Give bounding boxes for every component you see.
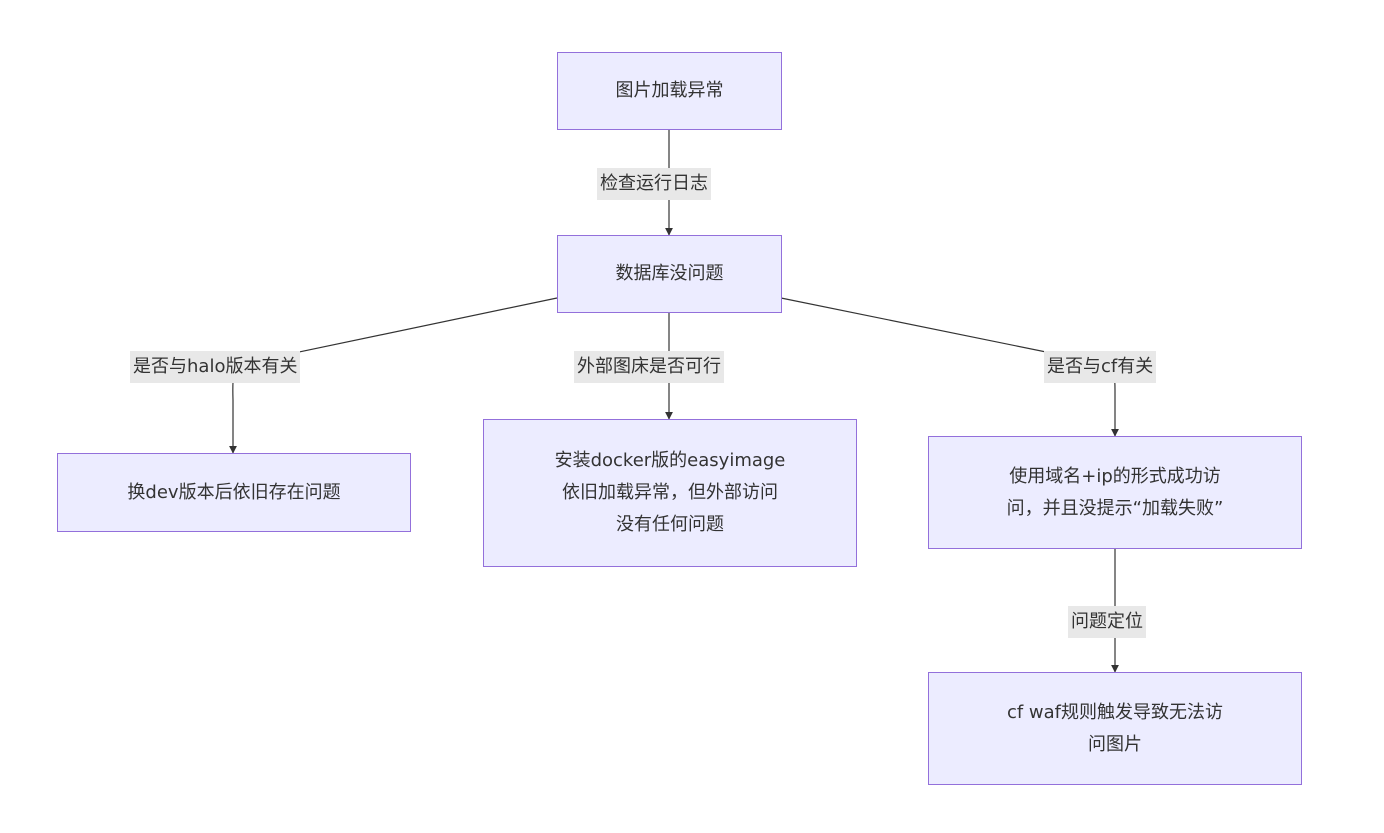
edge-label-cf-related: 是否与cf有关 [1044, 351, 1157, 383]
node-label: 换dev版本后依旧存在问题 [127, 481, 341, 503]
node-label: 使用域名+ip的形式成功访 问，并且没提示“加载失败” [1006, 465, 1224, 519]
node-label: 数据库没问题 [615, 263, 724, 284]
node-label: 安装docker版的easyimage 依旧加载异常，但外部访问 没有任何问题 [554, 450, 786, 535]
node-image-load-error: 图片加载异常 [557, 52, 782, 130]
edge-label-external-image-host: 外部图床是否可行 [574, 351, 724, 383]
node-label: 图片加载异常 [615, 80, 724, 101]
edge-label-halo-version: 是否与halo版本有关 [130, 351, 301, 383]
node-cf-waf-cause: cf waf规则触发导致无法访 问图片 [928, 672, 1302, 785]
node-dev-version-still-fails: 换dev版本后依旧存在问题 [57, 453, 411, 532]
edge-label-check-logs: 检查运行日志 [597, 168, 711, 200]
node-database-ok: 数据库没问题 [557, 235, 782, 313]
edge-label-locate-problem: 问题定位 [1068, 606, 1146, 638]
node-label: cf waf规则触发导致无法访 问图片 [1006, 701, 1224, 755]
node-domain-ip-access-works: 使用域名+ip的形式成功访 问，并且没提示“加载失败” [928, 436, 1302, 549]
node-docker-easyimage: 安装docker版的easyimage 依旧加载异常，但外部访问 没有任何问题 [483, 419, 857, 567]
